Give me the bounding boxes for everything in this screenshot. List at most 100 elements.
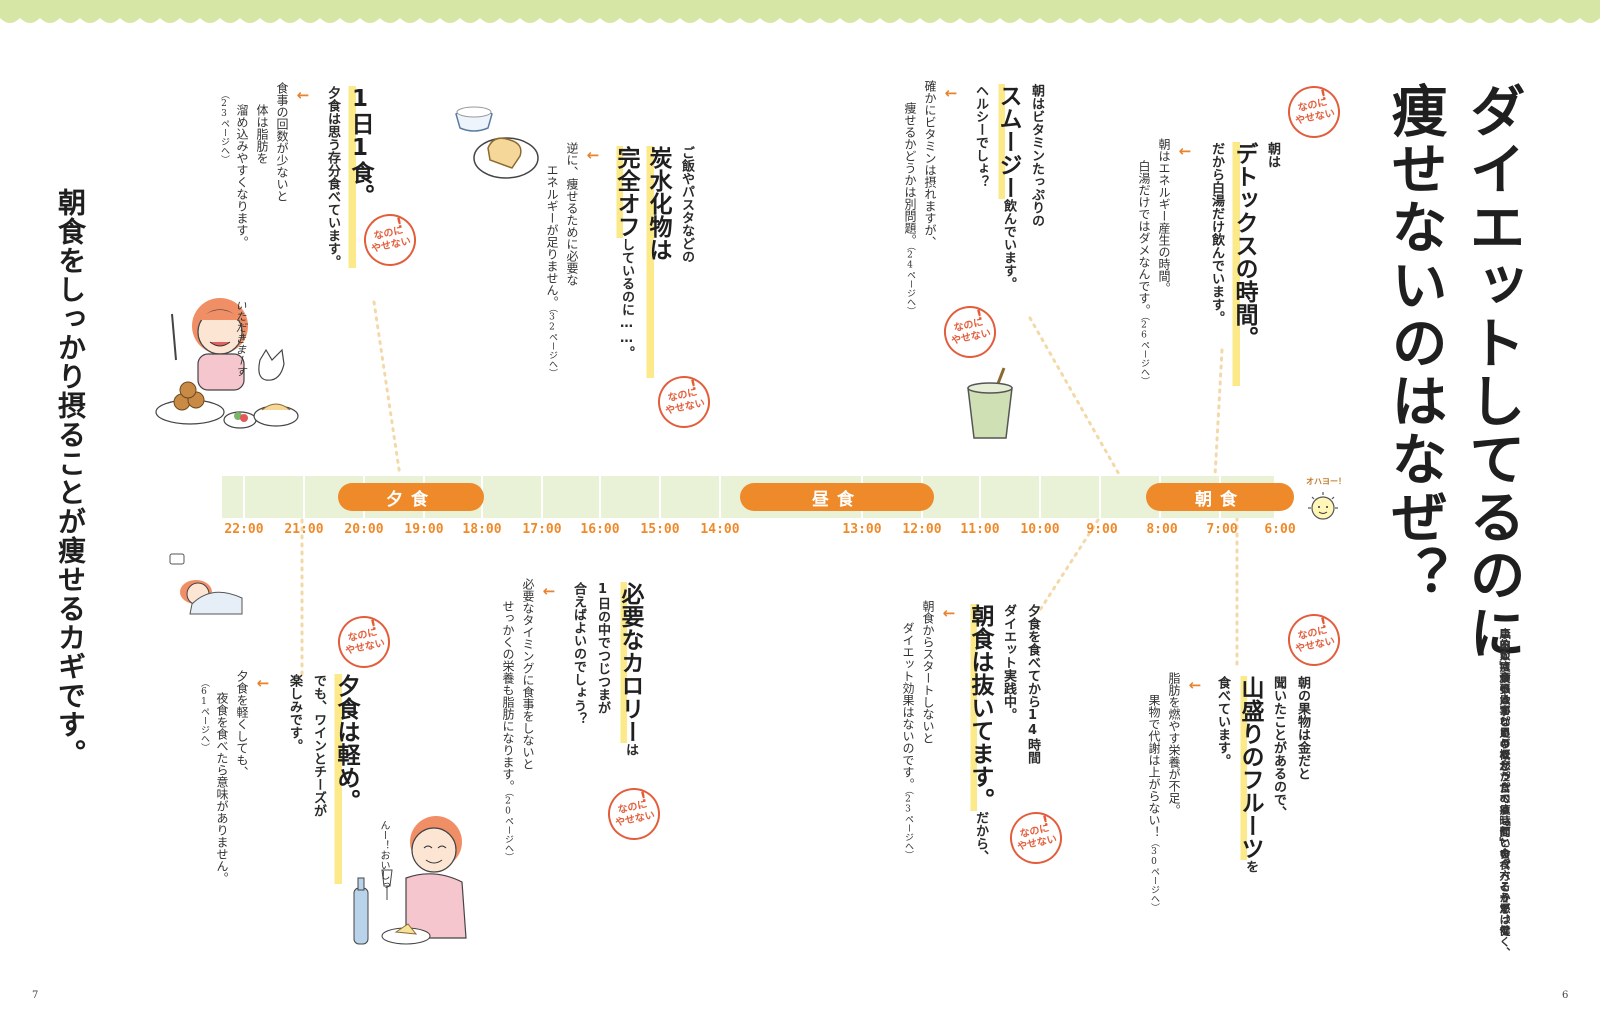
- stamp-badge: なのにやせない!: [653, 371, 715, 433]
- note-explanation: 夜食を食べたら意味がありません。: [215, 692, 229, 884]
- note-follow: だから、: [973, 811, 988, 863]
- time-tick: 9:00: [1086, 522, 1118, 537]
- greeting-text: オハヨー！: [1306, 477, 1346, 486]
- note-explanation: 確かにビタミンは摂れますが、: [923, 80, 937, 248]
- note-explanation: 体は脂肪を: [255, 104, 269, 164]
- exclamation-icon: !: [688, 377, 699, 395]
- page-reference: （23ページへ）: [903, 790, 913, 860]
- time-tick: 16:00: [580, 522, 620, 537]
- note-light-dinner: 夕食は軽め。 でも、ワインとチーズが 楽しみです。 ← 夕食を軽くしても、 夜食…: [196, 670, 362, 884]
- note-lead: 朝は: [1265, 142, 1280, 168]
- note-follow: を: [1243, 860, 1258, 873]
- intro-line: 「いつ」食べるかという概念。食べる時間と食べ方こそが、健: [1498, 628, 1511, 936]
- note-lead: 聞いたことがあるので、: [1271, 676, 1286, 819]
- note-lead: 1日の中でつじつまが: [595, 582, 610, 714]
- speech-oishii: んー！おいしっ: [378, 820, 389, 890]
- note-explanation: 痩せるかどうかは別問題。（24ページへ）: [903, 102, 917, 316]
- note-headline: スムージー: [995, 84, 1021, 199]
- note-headline: 朝食は抜いてます。: [967, 604, 993, 811]
- note-one-meal: 1日1食。 夕食は思う存分食べています。 ← 食事の回数が少ないと 体は脂肪を …: [216, 82, 376, 268]
- note-headline: 山盛りのフルーツ: [1237, 676, 1263, 860]
- time-tick: 10:00: [1020, 522, 1060, 537]
- note-explanation: 必要なタイミングに食事をしないと: [521, 578, 535, 770]
- time-tick: 20:00: [344, 522, 384, 537]
- time-tick: 6:00: [1264, 522, 1296, 537]
- arrow-icon: ←: [1186, 676, 1204, 694]
- note-fruit: 朝の果物は金だと 聞いたことがあるので、 山盛りのフルーツを 食べています。 ←…: [1144, 672, 1314, 912]
- sleeping-girl-illustration: [169, 553, 243, 615]
- note-explanation: 夕食を軽くしても、: [235, 670, 249, 778]
- page-reference: （24ページへ）: [905, 246, 915, 316]
- note-explanation: 食事の回数が少ないと: [275, 82, 289, 202]
- meal-label-breakfast: 朝食: [1146, 483, 1294, 511]
- arrow-icon: ←: [940, 604, 958, 622]
- exclamation-icon: !: [974, 307, 985, 325]
- sun-icon: [1308, 492, 1338, 520]
- page-title-line1: ダイエットしてるのに: [1460, 82, 1526, 662]
- arrow-icon: ←: [584, 146, 602, 164]
- arrow-icon: ←: [254, 674, 272, 692]
- note-smoothie: 朝はビタミンたっぷりの スムージー飲んでいます。 ヘルシーでしょ？ ← 確かにビ…: [900, 80, 1048, 316]
- note-lead: 朝の果物は金だと: [1295, 676, 1310, 780]
- time-tick: 14:00: [700, 522, 740, 537]
- page-title-line2: 痩せないのはなぜ？: [1382, 82, 1448, 604]
- page-number-left: 7: [32, 990, 39, 1001]
- arrow-icon: ←: [1176, 142, 1194, 160]
- page-reference: （32ページへ）: [547, 308, 557, 378]
- note-explanation: エネルギーが足りません。（32ページへ）: [545, 164, 559, 378]
- stamp-badge: なのにやせない!: [333, 611, 395, 673]
- note-follow: しているのに……。: [619, 238, 634, 359]
- meal-label-lunch: 昼食: [740, 483, 934, 511]
- intro-line: こんなに頑張っているのにどうして痩せないの？ そう思って: [1498, 628, 1511, 936]
- top-wavy-band: [0, 0, 1600, 23]
- time-tick: 17:00: [522, 522, 562, 537]
- arrow-icon: ←: [942, 84, 960, 102]
- note-follow: 飲んでいます。: [1001, 199, 1016, 290]
- note-follow: は: [623, 743, 638, 756]
- wine-girl-illustration: [353, 816, 467, 945]
- eating-girl-illustration: [155, 298, 299, 429]
- note-explanation: せっかくの栄養も脂肪になります。（20ページへ）: [501, 600, 515, 862]
- note-explanation: 朝食からスタートしないと: [921, 600, 935, 744]
- arrow-icon: ←: [294, 86, 312, 104]
- note-lead: 合えばよいのでしょう？: [571, 582, 586, 725]
- note-follow: 楽しみです。: [287, 674, 302, 752]
- exclamation-icon: !: [1318, 87, 1329, 105]
- intro-line: 康的に痩せる大事なカギでした。: [1498, 628, 1511, 793]
- stamp-badge: なのにやせない!: [1283, 81, 1345, 143]
- stamp-badge: なのにやせない!: [1283, 609, 1345, 671]
- speech-itadakimasu: いただきまーす: [234, 300, 247, 377]
- page-number-right: 6: [1562, 990, 1569, 1001]
- time-tick: 19:00: [404, 522, 444, 537]
- exclamation-icon: !: [1040, 813, 1051, 831]
- note-calorie: 必要なカロリーは 1日の中でつじつまが 合えばよいのでしょう？ ← 必要なタイミ…: [498, 578, 646, 862]
- note-follow: だから白湯だけ飲んでいます。: [1209, 142, 1224, 324]
- note-headline: 必要なカロリー: [617, 582, 643, 743]
- exclamation-icon: !: [638, 789, 649, 807]
- page-reference: （30ページへ）: [1149, 838, 1159, 912]
- note-explanation: 果物で代謝は上がらない！（30ページへ）: [1147, 694, 1161, 912]
- page-subtitle: 朝食をしっかり摂ることが痩せるカギです。: [54, 188, 87, 768]
- page-reference: （26ページへ）: [1139, 316, 1149, 386]
- note-skip-breakfast: 夕食を食べてから14時間 ダイエット実践中。 朝食は抜いてます。だから、 ← 朝…: [898, 600, 1044, 863]
- exclamation-icon: !: [368, 617, 379, 635]
- time-tick: 11:00: [960, 522, 1000, 537]
- page-reference: （61ページへ）: [199, 678, 209, 752]
- note-follow: 夕食は思う存分食べています。: [325, 86, 340, 268]
- note-lead: ご飯やパスタなどの: [679, 146, 694, 263]
- note-lead: ダイエット実践中。: [1001, 604, 1016, 721]
- note-lead: 朝はビタミンたっぷりの: [1029, 84, 1044, 227]
- rice-and-toast-icon: [455, 106, 539, 179]
- time-tick: 15:00: [640, 522, 680, 537]
- exclamation-icon: !: [1318, 615, 1329, 633]
- time-tick: 13:00: [842, 522, 882, 537]
- note-explanation: 白湯だけではダメなんです。（26ページへ）: [1137, 160, 1151, 386]
- note-follow: ヘルシーでしょ？: [973, 84, 988, 188]
- note-lead: 夕食を食べてから14時間: [1025, 604, 1040, 764]
- note-headline: 炭水化物は: [642, 146, 674, 378]
- time-tick: 18:00: [462, 522, 502, 537]
- note-follow: でも、ワインとチーズが: [311, 674, 326, 817]
- note-explanation: 溜め込みやすくなります。: [235, 104, 249, 248]
- note-explanation: 脂肪を燃やす栄養が不足。: [1167, 672, 1181, 816]
- exclamation-icon: !: [394, 215, 405, 233]
